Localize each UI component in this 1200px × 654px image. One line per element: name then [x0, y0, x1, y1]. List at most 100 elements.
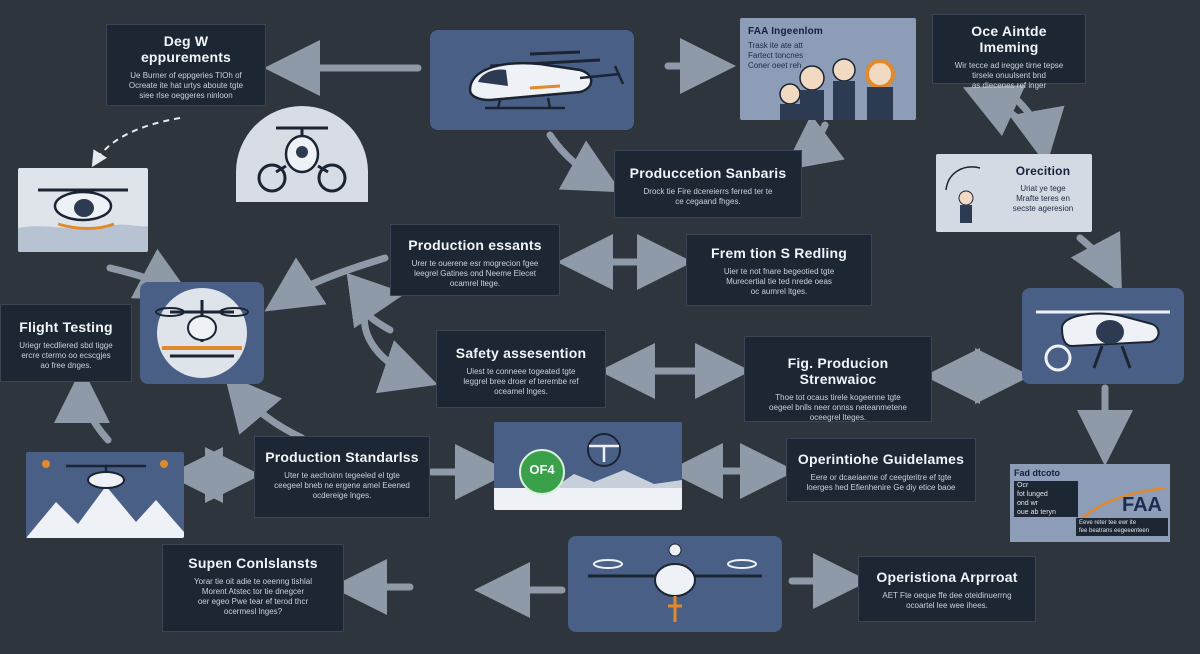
- panel-dome-drone: [236, 106, 368, 202]
- node-frem-tion: Frem tion S Redling Uier te not fnare be…: [686, 234, 872, 306]
- node-line: Mrafte teres en: [1016, 194, 1070, 203]
- drone-circle-illustration: [155, 288, 249, 378]
- certification-illustration: [494, 433, 682, 510]
- panel-drone-bottom: [568, 536, 782, 632]
- faa-cert-line: Ocr: [1014, 481, 1078, 490]
- helicopter-illustration: [468, 50, 625, 110]
- node-line: Eere or dcaeiaeme of ceegteritre ef tgte: [810, 473, 952, 482]
- node-line: ceegeel bneb ne ergene amel Eeened: [274, 481, 410, 490]
- node-line: loerges hed Efienhenire Ge diy etice bao…: [806, 483, 956, 492]
- node-line: oceamel lnges.: [494, 387, 548, 396]
- node-line: ocamrel ltege.: [449, 279, 501, 288]
- panel-helicopter: [430, 30, 634, 130]
- node-title: Deg W eppurements: [140, 33, 232, 65]
- node-line: ao free dnges.: [40, 361, 92, 370]
- node-oce-intde: Oce Aintde Imeming Wir tecce ad iregge t…: [932, 14, 1086, 90]
- node-production-standards-top: Produccetion Sanbaris Drock tie Fire dce…: [614, 150, 802, 218]
- arrow-standards-to-drone: [224, 374, 306, 442]
- node-line: tirsele onuulsent bnd: [972, 71, 1046, 80]
- cert-badge-label: OF4: [529, 462, 555, 477]
- node-line: Thoe tot ocaus tirele kogeenne tgte: [775, 393, 901, 402]
- node-title: Oce Aintde Imeming: [971, 23, 1047, 55]
- arrow-dashed-design-to-drone: [91, 117, 181, 168]
- node-title: Flight Testing: [19, 319, 113, 335]
- panel-drone-mountains: [26, 452, 184, 538]
- node-line: secste ageresion: [1012, 204, 1074, 213]
- node-line: Uriegr tecdliered sbd tigge: [19, 341, 113, 350]
- drone-bottom-illustration: [588, 543, 762, 622]
- faa-cert-swoosh: [1081, 486, 1167, 519]
- node-flight-testing: Flight Testing Uriegr tecdliered sbd tig…: [0, 304, 132, 382]
- drone-snow-illustration: [18, 188, 148, 252]
- faa-cert-line: ond wr: [1014, 499, 1078, 508]
- node-line: Yorar tie oit adie te oeenng tishlal: [193, 577, 312, 586]
- drone-illustration: [257, 126, 347, 193]
- faa-cert-badge-line: Eeve reter tee ewr ite: [1079, 520, 1137, 526]
- node-line: ocdereige lnges.: [312, 491, 372, 500]
- arrow-faa-to-production: [783, 114, 845, 171]
- node-line: Urer te ouerene esr mogrecion fgee: [411, 259, 539, 268]
- drone-right-illustration: [1036, 310, 1170, 372]
- node-line: Uier te not fnare begeotied tgte: [723, 267, 835, 276]
- node-line: leggrel bree droer ef terembe ref: [463, 377, 579, 386]
- node-line: Ocreate ite hat urtys aboute tgte: [128, 81, 244, 90]
- node-title: Fig. Producion Strenwaioc: [787, 355, 889, 387]
- node-production-standards-mid: Production Standarlss Uter te aechoinn t…: [254, 436, 430, 518]
- node-line: leegrel Gatines ond Neeme Elecet: [414, 269, 536, 278]
- node-line: Trask ite ate att: [748, 41, 803, 50]
- arrow-flight-up: [54, 367, 112, 444]
- node-line: AET Fte oeque ffe dee oteidinuerrng: [882, 591, 1012, 600]
- panel-faa-certificate: Fad dtcoto Ocr fot lunged ond wr oue ab …: [1010, 464, 1170, 542]
- node-line: Drock tie Fire dcereierrs ferred ter te: [643, 187, 773, 196]
- arrow-orecition-to-drone: [1070, 230, 1122, 294]
- node-super-constraints: Supen Conlslansts Yorar tie oit adie te …: [162, 544, 344, 632]
- faa-cert-left: Fad dtcoto Ocr fot lunged ond wr oue ab …: [1014, 468, 1078, 517]
- node-line: oer egeo Pwe tear ef terod thcr: [197, 597, 309, 606]
- node-title: Orecition: [1015, 164, 1071, 178]
- node-line: ercre ctermo oo ecscgjes: [21, 351, 111, 360]
- node-line: siee rlse oeggeres ninloon: [139, 91, 233, 100]
- node-line: Murecertial tie ted nrede oeas: [726, 277, 832, 286]
- node-title: Operistiona Arprroat: [876, 569, 1018, 585]
- node-title: Production essants: [408, 237, 542, 253]
- node-faa-inspection: FAA Ingeenlom Trask ite ate att Fartect …: [744, 22, 830, 82]
- node-title: Production Standarlss: [265, 449, 419, 465]
- faa-cert-title: Fad dtcoto: [1014, 468, 1060, 478]
- node-safety-assessment: Safety assesention Uiest te conneee toge…: [436, 330, 606, 408]
- node-line: ce cegaand fhges.: [675, 197, 741, 206]
- node-operations-approval: Operistiona Arprroat AET Fte oeque ffe d…: [858, 556, 1036, 622]
- faa-cert-line: oue ab teryn: [1014, 508, 1078, 517]
- node-line: Fartect toncnes: [748, 51, 804, 60]
- node-title: Produccetion Sanbaris: [629, 165, 787, 181]
- node-line: ocermesl lnges?: [223, 607, 283, 616]
- node-operations-guidelines: Operintiohe Guidelames Eere or dcaeiaeme…: [786, 438, 976, 502]
- node-orecition: Orecition Uriat ye tege Mrafte teres en …: [996, 158, 1090, 228]
- mountains-illustration: [26, 460, 184, 538]
- faa-cert-badge-line: fee beatrans eegeeenteen: [1079, 528, 1150, 534]
- arrow-orecition-to-oce: [962, 85, 1034, 137]
- node-line: Ue Burner of eppgeries TIOh of: [130, 71, 242, 80]
- panel-certification: OF4: [494, 422, 682, 510]
- node-line: oegeel bnlls neer onnss neteanmetene: [769, 403, 907, 412]
- panel-drone-snow: [18, 168, 148, 252]
- faa-cert-badge: Eeve reter tee ewr ite fee beatrans eege…: [1076, 518, 1168, 536]
- node-production-assants: Production essants Urer te ouerene esr m…: [390, 224, 560, 296]
- node-line: as diecenes ref inger: [971, 81, 1047, 90]
- node-line: oceegrel lteges.: [809, 413, 867, 422]
- node-line: ocoartel lee wee ihees.: [906, 601, 988, 610]
- node-design-requirements: Deg W eppurements Ue Burner of eppgeries…: [106, 24, 266, 106]
- panel-drone-circle: [140, 282, 264, 384]
- node-line: Coner oeet reh: [748, 61, 802, 70]
- panel-orecition: Orecition Uriat ye tege Mrafte teres en …: [936, 154, 1092, 232]
- node-line: Uter te aechoinn tegeeled el tgte: [284, 471, 400, 480]
- panel-drone-right: [1022, 288, 1184, 384]
- node-title: Operintiohe Guidelames: [797, 451, 965, 467]
- faa-logo: FAA: [1122, 494, 1162, 516]
- arrow-assants-to-drone: [264, 254, 389, 312]
- node-line: Uriat ye tege: [1020, 184, 1066, 193]
- node-line: oc aumrel ltges.: [750, 287, 808, 296]
- node-line: Uiest te conneee togeated tgte: [466, 367, 576, 376]
- arrow-helicopter-to-production: [546, 131, 622, 193]
